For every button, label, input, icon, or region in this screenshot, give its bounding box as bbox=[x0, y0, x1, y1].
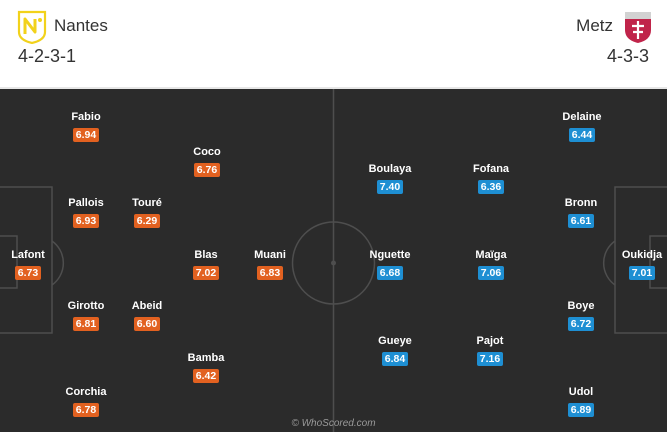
player-card[interactable]: Fofana 6.36 bbox=[459, 163, 523, 195]
away-formation: 4-3-3 bbox=[606, 46, 649, 66]
player-card[interactable]: Udol 6.89 bbox=[549, 386, 613, 418]
player-rating: 6.81 bbox=[72, 317, 100, 331]
player-card[interactable]: Fabio 6.94 bbox=[54, 111, 118, 143]
player-name: Coco bbox=[193, 146, 221, 158]
player-card[interactable]: Touré 6.29 bbox=[115, 197, 179, 229]
player-card[interactable]: Oukidja 7.01 bbox=[610, 249, 667, 281]
home-formation: 4-2-3-1 bbox=[18, 46, 77, 66]
player-name: Bamba bbox=[187, 352, 225, 364]
player-name: Fabio bbox=[71, 111, 101, 123]
player-card[interactable]: Delaine 6.44 bbox=[550, 111, 614, 143]
player-rating: 7.01 bbox=[628, 266, 656, 280]
player-name: Delaine bbox=[562, 111, 602, 123]
player-card[interactable]: Pallois 6.93 bbox=[54, 197, 118, 229]
player-rating: 6.60 bbox=[133, 317, 161, 331]
player-card[interactable]: Boulaya 7.40 bbox=[358, 163, 422, 195]
player-rating: 6.68 bbox=[376, 266, 404, 280]
player-rating: 6.29 bbox=[133, 214, 161, 228]
player-card[interactable]: Lafont 6.73 bbox=[0, 249, 60, 281]
player-card[interactable]: Bronn 6.61 bbox=[549, 197, 613, 229]
player-rating: 7.02 bbox=[192, 266, 220, 280]
player-card[interactable]: Girotto 6.81 bbox=[54, 300, 118, 332]
player-name: Boye bbox=[567, 300, 595, 312]
player-card[interactable]: Coco 6.76 bbox=[175, 146, 239, 178]
player-name: Girotto bbox=[67, 300, 105, 312]
player-rating: 6.84 bbox=[381, 352, 409, 366]
pitch-markings bbox=[0, 89, 667, 432]
player-name: Maïga bbox=[475, 249, 507, 261]
nantes-crest-icon bbox=[17, 10, 47, 44]
player-card[interactable]: Maïga 7.06 bbox=[459, 249, 523, 281]
player-name: Lafont bbox=[11, 249, 45, 261]
player-rating: 6.94 bbox=[72, 128, 100, 142]
player-card[interactable]: Blas 7.02 bbox=[174, 249, 238, 281]
player-name: Abeid bbox=[131, 300, 163, 312]
player-name: Fofana bbox=[472, 163, 510, 175]
player-rating: 6.89 bbox=[567, 403, 595, 417]
player-card[interactable]: Pajot 7.16 bbox=[458, 335, 522, 367]
player-rating: 6.36 bbox=[477, 180, 505, 194]
player-name: Pallois bbox=[68, 197, 104, 209]
player-name: Gueye bbox=[378, 335, 412, 347]
metz-crest-icon bbox=[625, 12, 651, 43]
player-name: Corchia bbox=[65, 386, 107, 398]
player-rating: 6.83 bbox=[256, 266, 284, 280]
home-team-name[interactable]: Nantes bbox=[54, 16, 108, 35]
player-rating: 7.06 bbox=[477, 266, 505, 280]
away-team-name[interactable]: Metz bbox=[576, 16, 613, 35]
player-name: Touré bbox=[132, 197, 162, 209]
player-card[interactable]: Bamba 6.42 bbox=[174, 352, 238, 384]
player-name: Bronn bbox=[564, 197, 598, 209]
player-name: Nguette bbox=[369, 249, 411, 261]
player-card[interactable]: Muani 6.83 bbox=[238, 249, 302, 281]
player-name: Udol bbox=[568, 386, 594, 398]
player-rating: 7.16 bbox=[476, 352, 504, 366]
header-divider bbox=[0, 87, 667, 89]
player-name: Oukidja bbox=[621, 249, 663, 261]
player-rating: 6.61 bbox=[567, 214, 595, 228]
player-card[interactable]: Boye 6.72 bbox=[549, 300, 613, 332]
player-card[interactable]: Gueye 6.84 bbox=[363, 335, 427, 367]
player-rating: 6.76 bbox=[193, 163, 221, 177]
player-card[interactable]: Corchia 6.78 bbox=[54, 386, 118, 418]
player-card[interactable]: Nguette 6.68 bbox=[358, 249, 422, 281]
player-card[interactable]: Abeid 6.60 bbox=[115, 300, 179, 332]
player-rating: 7.40 bbox=[376, 180, 404, 194]
player-name: Muani bbox=[254, 249, 286, 261]
player-rating: 6.73 bbox=[14, 266, 42, 280]
player-name: Pajot bbox=[476, 335, 504, 347]
match-header: Nantes 4-2-3-1 Metz 4-3-3 bbox=[0, 0, 667, 88]
player-name: Boulaya bbox=[368, 163, 412, 175]
player-name: Blas bbox=[194, 249, 218, 261]
player-rating: 6.78 bbox=[72, 403, 100, 417]
player-rating: 6.42 bbox=[192, 369, 220, 383]
whoscored-watermark: © WhoScored.com bbox=[291, 418, 376, 429]
player-rating: 6.44 bbox=[568, 128, 596, 142]
player-rating: 6.93 bbox=[72, 214, 100, 228]
player-rating: 6.72 bbox=[567, 317, 595, 331]
pitch: Fabio 6.94 Coco 6.76 Pallois 6.93 Touré … bbox=[0, 89, 667, 432]
